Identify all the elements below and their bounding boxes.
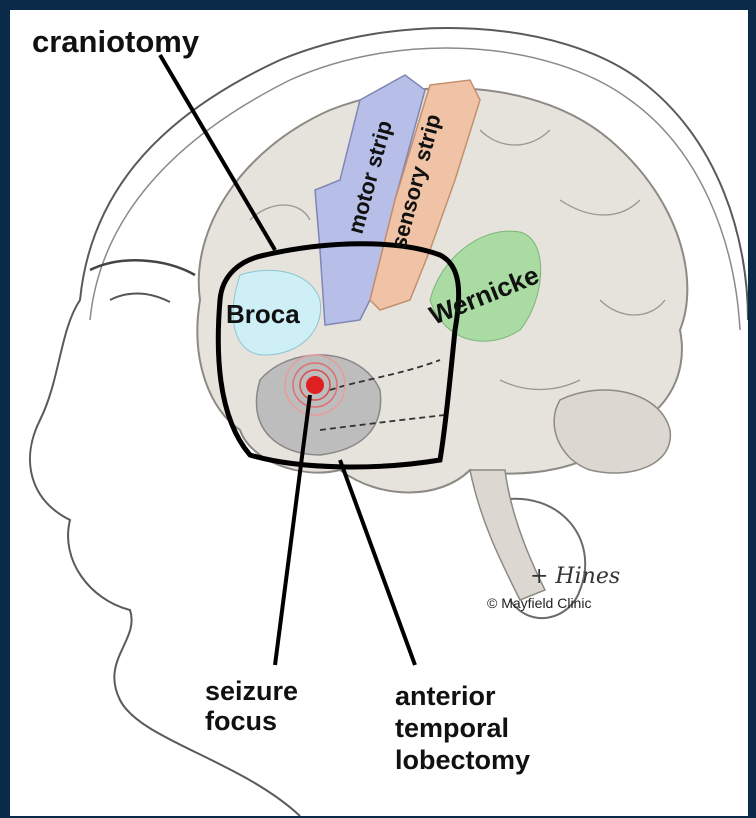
label-seizure-focus-line1: seizure xyxy=(205,676,298,706)
brain-surgery-diagram: craniotomy motor strip sensory strip Bro… xyxy=(10,10,748,816)
label-craniotomy: craniotomy xyxy=(32,24,200,59)
label-atl-line3: lobectomy xyxy=(395,745,530,775)
seizure-focus-dot xyxy=(306,376,324,394)
label-atl-line2: temporal xyxy=(395,713,509,743)
eyebrow xyxy=(90,260,195,275)
artist-signature: + Hines xyxy=(530,564,620,589)
label-atl-line1: anterior xyxy=(395,681,496,711)
illustration-canvas: craniotomy motor strip sensory strip Bro… xyxy=(10,10,748,816)
label-seizure-focus-line2: focus xyxy=(205,706,277,736)
copyright-text: © Mayfield Clinic xyxy=(487,595,591,611)
label-broca: Broca xyxy=(226,299,300,329)
eye xyxy=(110,293,170,302)
